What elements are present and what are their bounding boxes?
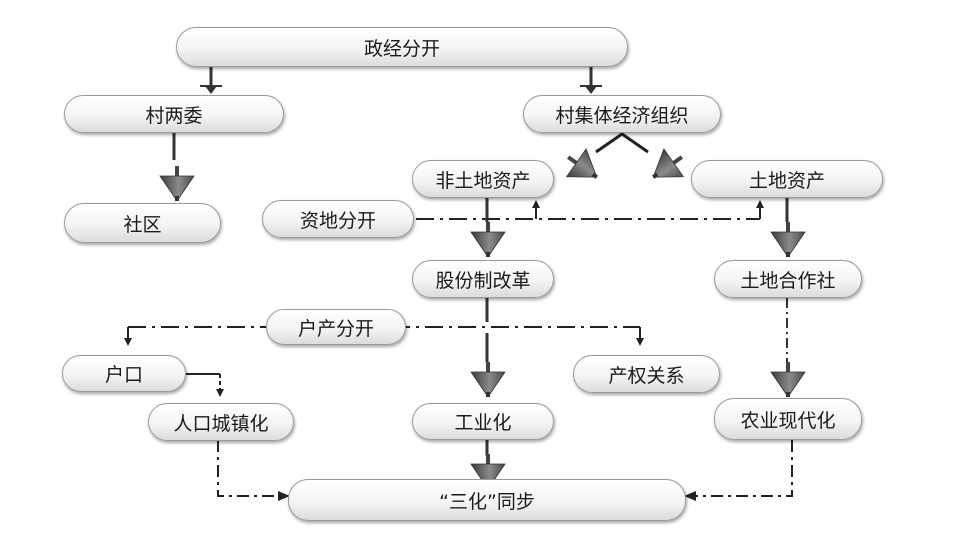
node-gufen: 股份制改革 bbox=[412, 260, 554, 298]
connector-zhengjing-to-cunliangwei bbox=[200, 67, 222, 94]
node-nongye: 农业现代化 bbox=[714, 398, 862, 440]
node-gongye: 工业化 bbox=[412, 403, 554, 440]
node-renkou: 人口城镇化 bbox=[148, 403, 294, 441]
node-cunliangwei: 村两委 bbox=[64, 95, 284, 133]
node-huchan: 户产分开 bbox=[266, 309, 406, 345]
node-chanquan: 产权关系 bbox=[573, 355, 720, 393]
node-cunjiti: 村集体经济组织 bbox=[523, 95, 721, 133]
node-zhengjing: 政经分开 bbox=[176, 27, 628, 67]
node-zidi: 资地分开 bbox=[262, 200, 414, 238]
connector-feitudi-to-gufen bbox=[470, 198, 506, 258]
connector-cunliangwei-to-shequ bbox=[159, 133, 195, 202]
connector-tudizichan-to-tudihezuo bbox=[770, 198, 806, 258]
node-tudihezuo: 土地合作社 bbox=[714, 260, 862, 298]
connector-renkou-to-sanhua bbox=[217, 440, 290, 501]
connector-gongye-to-sanhua bbox=[470, 440, 506, 490]
node-tudizichan: 土地资产 bbox=[691, 160, 883, 198]
connector-gufen-to-gongye bbox=[470, 298, 506, 398]
connector-cunjiti-split bbox=[557, 132, 693, 192]
connector-tudihezuo-to-nongye bbox=[770, 298, 806, 398]
node-sanhua: “三化”同步 bbox=[288, 479, 686, 521]
node-hukou: 户口 bbox=[62, 355, 186, 392]
node-feitudi: 非土地资产 bbox=[412, 160, 554, 198]
connector-hukou-to-renkou bbox=[186, 373, 224, 397]
connector-nongye-to-sanhua bbox=[684, 440, 793, 501]
node-shequ: 社区 bbox=[64, 203, 221, 243]
connector-zhengjing-to-cunjiti bbox=[580, 67, 602, 94]
connector-zidi-line bbox=[416, 200, 764, 220]
